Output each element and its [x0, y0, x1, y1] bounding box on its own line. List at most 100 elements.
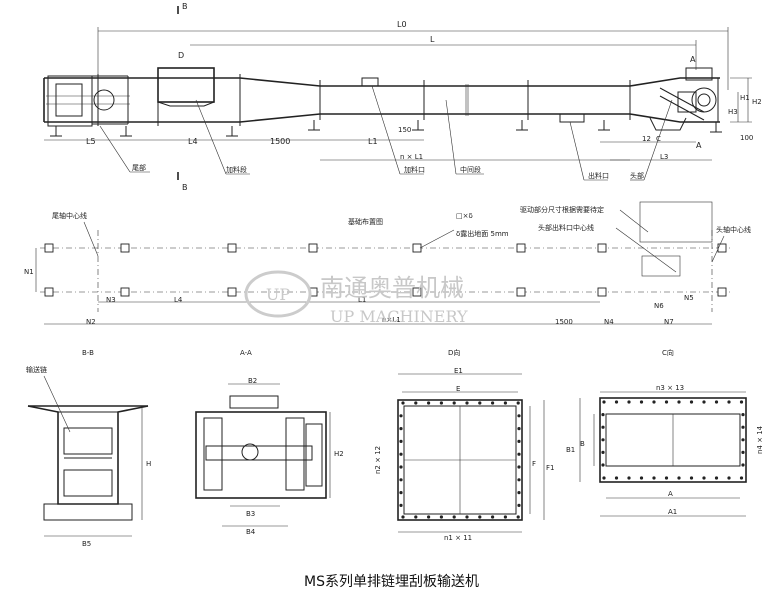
- dim-n-l1: n × L1: [400, 153, 423, 161]
- dim-b5: B5: [82, 540, 91, 548]
- dim-n7: N7: [664, 318, 674, 326]
- bolt-hole: [478, 401, 482, 405]
- bolt-hole: [689, 400, 694, 404]
- bolt-hole: [714, 476, 719, 480]
- foundation-plan: N1 尾轴中心线 基础布置图 □×δ δ露出地面 5mm 驱动部分尺寸根据需要待…: [24, 201, 751, 326]
- bolt-hole: [414, 401, 418, 405]
- dim-n6: N6: [654, 302, 664, 310]
- bolt-hole: [427, 401, 431, 405]
- dim-b4: B4: [246, 528, 256, 536]
- label-tail-axis: 尾轴中心线: [52, 211, 87, 220]
- bolt-hole: [414, 515, 418, 519]
- bolt-hole: [601, 450, 605, 454]
- bolt-hole: [601, 413, 605, 417]
- dim-l0: L0: [397, 20, 407, 29]
- bolt-hole: [399, 414, 403, 418]
- view-d-title: D向: [448, 348, 460, 357]
- bolt-hole: [439, 401, 443, 405]
- dim-n1-11: n1 × 11: [444, 534, 472, 542]
- bolt-hole: [614, 476, 619, 480]
- bolt-hole: [614, 400, 619, 404]
- dim-bb-h: H: [146, 460, 151, 468]
- bolt-hole: [399, 465, 403, 469]
- bolt-hole: [727, 400, 731, 404]
- bolt-hole: [399, 491, 403, 495]
- bolt-hole: [439, 515, 443, 519]
- bolt-hole: [491, 515, 495, 519]
- dim-l4: L4: [188, 137, 198, 146]
- dim-b1: B1: [566, 446, 575, 454]
- foundation-title: 基础布置图: [348, 217, 383, 226]
- label-head-axis: 头轴中心线: [716, 225, 751, 234]
- watermark-en: UP MACHINERY: [330, 307, 468, 326]
- bolt-hole: [639, 476, 644, 480]
- dim-l: L: [430, 35, 435, 44]
- section-bb: B-B H B5 输送链: [26, 349, 151, 548]
- watermark-cn: 南通奥普机械: [320, 274, 464, 302]
- bolt-hole: [627, 400, 631, 404]
- dim-a1: A1: [668, 508, 677, 516]
- bolt-hole: [517, 491, 521, 495]
- view-d: D向 E1 E F F1 n2 × 12 n1 × 11: [374, 348, 554, 542]
- label-grout: δ露出地面 5mm: [456, 229, 509, 238]
- bolt-hole: [627, 476, 631, 480]
- bolt-hole: [401, 515, 405, 519]
- dim-n4: N4: [604, 318, 614, 326]
- bolt-hole: [399, 427, 403, 431]
- dim-c-a: A: [668, 490, 673, 498]
- dim-n2: N2: [86, 318, 96, 326]
- bolt-hole: [741, 463, 745, 467]
- section-b-mark-top: B: [182, 2, 188, 11]
- label-bolt: □×δ: [456, 212, 473, 220]
- label-middle-section: 中间段: [460, 165, 481, 174]
- dim-n5: N5: [684, 294, 694, 302]
- bolt-hole: [677, 476, 681, 480]
- label-outlet-center: 头部出料口中心线: [538, 223, 594, 232]
- bolt-hole: [465, 401, 469, 405]
- bolt-hole: [401, 401, 405, 405]
- dim-n1: N1: [24, 268, 34, 276]
- dim-e1: E1: [454, 367, 463, 375]
- bolt-hole: [601, 438, 605, 442]
- bolt-hole: [741, 425, 745, 429]
- bolt-hole: [517, 478, 521, 482]
- side-elevation: B B L0 L D A A: [43, 2, 762, 192]
- bolt-hole: [399, 452, 403, 456]
- bolt-hole: [399, 478, 403, 482]
- section-a-mark-top: A: [690, 55, 696, 64]
- dim-1500: 1500: [270, 137, 290, 146]
- watermark: UP 南通奥普机械 UP MACHINERY: [244, 270, 468, 326]
- dim-h3: H3: [728, 108, 738, 116]
- section-b-mark-bottom: B: [182, 183, 188, 192]
- bolt-hole: [503, 401, 507, 405]
- dim-b3: B3: [246, 510, 255, 518]
- dim-n3: N3: [106, 296, 116, 304]
- dim-aa-h2: H2: [334, 450, 344, 458]
- label-tail: 尾部: [132, 163, 146, 172]
- watermark-logo: UP: [266, 285, 290, 304]
- bolt-hole: [601, 463, 605, 467]
- label-outlet: 出料口: [588, 171, 609, 180]
- dim-100: 100: [740, 134, 753, 142]
- dim-l1: L1: [368, 137, 378, 146]
- dim-n2: n2 × 12: [374, 446, 382, 474]
- bolt-hole: [652, 400, 656, 404]
- dim-plan-1500: 1500: [555, 318, 573, 326]
- dim-plan-n-l1: n×L1: [382, 316, 401, 324]
- bolt-hole: [727, 476, 731, 480]
- bolt-hole: [516, 401, 520, 405]
- dim-h1: H1: [740, 94, 750, 102]
- dim-l2: 12: [642, 135, 651, 143]
- bolt-hole: [639, 400, 644, 404]
- bolt-hole: [739, 476, 744, 480]
- dim-f1: F1: [546, 464, 554, 472]
- bolt-hole: [714, 400, 719, 404]
- section-a-mark-bottom: A: [696, 141, 702, 150]
- bolt-hole: [517, 414, 521, 418]
- label-chain: 输送链: [26, 365, 47, 374]
- section-aa: A-A B2 H2 B3 B4: [195, 349, 344, 536]
- dim-150: 150: [398, 126, 411, 134]
- bolt-hole: [517, 503, 521, 507]
- view-c-title: C向: [662, 348, 674, 357]
